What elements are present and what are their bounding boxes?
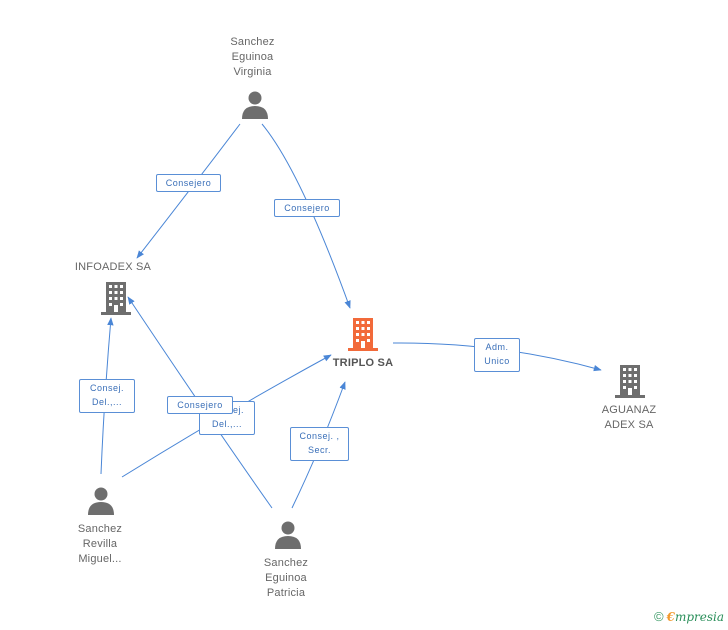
person-icon[interactable]: [241, 90, 269, 120]
building-icon[interactable]: [614, 364, 646, 398]
building-icon[interactable]: [100, 281, 132, 315]
node-label-triplo-sa: TRIPLO SA: [332, 357, 394, 369]
node-label-infoadex-sa: INFOADEX SA: [74, 261, 152, 273]
edge-virginia-triplo: [261, 123, 351, 309]
brand-initial: €: [666, 609, 675, 624]
edge-label-patricia-infoadex[interactable]: Consejero: [167, 396, 233, 414]
node-label-sanchez-eguinoa-virginia: Sanchez Eguinoa Virginia: [230, 36, 275, 78]
edge-label-virginia-triplo[interactable]: Consejero: [274, 199, 340, 217]
edge-label-miguel-infoadex[interactable]: Consej. Del.,...: [79, 379, 135, 413]
copyright-icon: ©: [653, 609, 664, 624]
person-icon[interactable]: [87, 486, 115, 516]
main-building-icon[interactable]: [347, 317, 379, 351]
node-label-sanchez-revilla-miguel: Sanchez Revilla Miguel...: [77, 523, 123, 565]
brand-name: mpresia: [674, 609, 724, 624]
person-icon[interactable]: [274, 520, 302, 550]
node-label-aguanaz-adex-sa: AGUANAZ ADEX SA: [601, 404, 657, 431]
node-label-sanchez-eguinoa-patricia: Sanchez Eguinoa Patricia: [263, 557, 309, 599]
edge-label-triplo-aguanaz[interactable]: Adm. Unico: [474, 338, 520, 372]
edge-label-patricia-triplo[interactable]: Consej. , Secr.: [290, 427, 349, 461]
brand-logo[interactable]: €mpresia: [667, 610, 724, 624]
footer-brand: © €mpresia: [654, 609, 724, 624]
edge-label-virginia-infoadex[interactable]: Consejero: [156, 174, 221, 192]
